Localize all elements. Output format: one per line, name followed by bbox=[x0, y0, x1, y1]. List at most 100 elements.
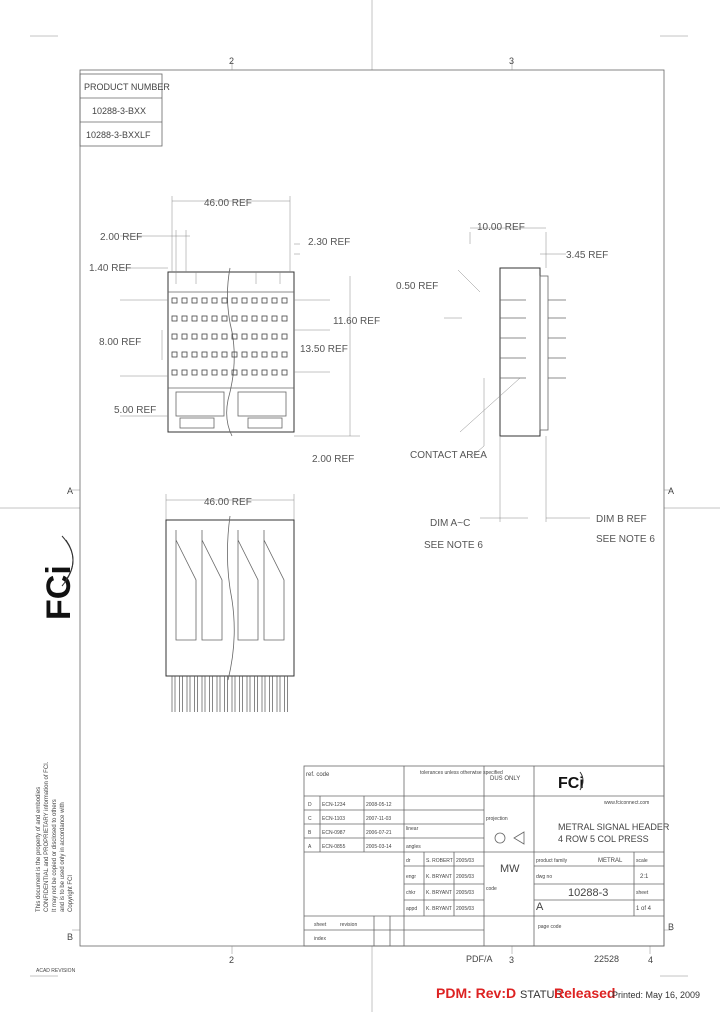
dim-2-00-ref-bottom: 2.00 REF bbox=[312, 454, 354, 465]
fci-logo-left: FCi bbox=[40, 565, 78, 620]
fci-logo-text: FCi bbox=[40, 565, 78, 620]
signature-name: K. BRYANT bbox=[426, 890, 452, 896]
pin-cell bbox=[281, 369, 288, 376]
revision-rev: B bbox=[308, 830, 312, 836]
pin-grid bbox=[171, 297, 288, 376]
revision-ecn: ECN-0987 bbox=[322, 830, 346, 836]
acad-revision-label: ACAD REVISION bbox=[36, 968, 76, 974]
contact-area-label: CONTACT AREA bbox=[410, 450, 487, 461]
projection-label: projection bbox=[486, 816, 508, 822]
press-fit-pin bbox=[269, 676, 273, 712]
pin-cell bbox=[211, 315, 218, 322]
product-number-table: PRODUCT NUMBER 10288-3-BXX 10288-3-BXXLF bbox=[79, 73, 170, 147]
revision-date: 2005-03-14 bbox=[366, 844, 392, 850]
pin-cell bbox=[191, 315, 198, 322]
pin-cell bbox=[191, 369, 198, 376]
dim-46-ref: 46.00 REF bbox=[204, 198, 252, 209]
side-view bbox=[444, 227, 590, 522]
pin-cell bbox=[271, 351, 278, 358]
dim-a-c-note: SEE NOTE 6 bbox=[424, 540, 483, 551]
dim-0-50-ref: 0.50 REF bbox=[396, 281, 438, 292]
pin-cell bbox=[221, 297, 228, 304]
press-fit-pin bbox=[231, 676, 236, 712]
zone-label-bottom-4: 4 bbox=[648, 955, 653, 965]
index-row-label: index bbox=[314, 936, 326, 942]
pin-cell bbox=[231, 369, 238, 376]
press-fit-pin bbox=[254, 676, 258, 712]
pin-cell bbox=[251, 333, 258, 340]
scale-label: scale bbox=[636, 858, 648, 864]
product-table-row-2: 10288-3-BXXLF bbox=[86, 130, 151, 140]
pin-cell bbox=[231, 351, 238, 358]
pin-cell bbox=[211, 333, 218, 340]
dim-a-c-label: DIM A~C bbox=[430, 518, 470, 529]
press-fit-pin bbox=[224, 676, 228, 712]
dim-2-00-ref-top: 2.00 REF bbox=[100, 232, 142, 243]
pin-cell bbox=[181, 315, 188, 322]
pin-cell bbox=[271, 369, 278, 376]
notice-line-1: This document is the property of and emb… bbox=[36, 787, 42, 912]
page-code-value: 22528 bbox=[594, 954, 619, 964]
signature-role: engr bbox=[406, 874, 416, 880]
sheet-value: 1 of 4 bbox=[636, 906, 652, 912]
drawing-number: 10288-3 bbox=[568, 887, 608, 899]
pin-cell bbox=[241, 333, 248, 340]
pin-cell bbox=[221, 333, 228, 340]
sheet-row-label: sheet bbox=[314, 922, 327, 928]
printed-date: Printed: May 16, 2009 bbox=[612, 990, 700, 1000]
dim-13-50-ref: 13.50 REF bbox=[300, 344, 348, 355]
scale-value: 2:1 bbox=[640, 874, 649, 880]
units-label: DUS ONLY bbox=[490, 776, 520, 782]
pin-cell bbox=[241, 315, 248, 322]
pin-cell bbox=[271, 333, 278, 340]
revision-rev: A bbox=[308, 844, 312, 850]
pin-cell bbox=[231, 297, 238, 304]
pin-cell bbox=[221, 315, 228, 322]
linear-label: linear bbox=[406, 826, 419, 832]
zone-label-right-b: B bbox=[668, 922, 674, 932]
pin-cell bbox=[231, 333, 238, 340]
press-fit-pin bbox=[194, 676, 198, 712]
dim-b-label: DIM B REF bbox=[596, 514, 647, 525]
press-fit-pin bbox=[239, 676, 243, 712]
dim-2-30-ref: 2.30 REF bbox=[308, 237, 350, 248]
pin-cell bbox=[181, 333, 188, 340]
press-fit-pin bbox=[261, 676, 266, 712]
signature-date: 2005/03 bbox=[456, 874, 474, 880]
dim-3-45-ref: 3.45 REF bbox=[566, 250, 608, 261]
code-label: code bbox=[486, 886, 497, 892]
part-title-line-1: METRAL SIGNAL HEADER bbox=[558, 822, 670, 832]
revision-date: 2006-07-21 bbox=[366, 830, 392, 836]
pin-cell bbox=[261, 333, 268, 340]
press-fit-pin bbox=[179, 676, 183, 712]
zone-label-top-2: 2 bbox=[229, 56, 234, 66]
pin-cell bbox=[171, 315, 178, 322]
product-table-header: PRODUCT NUMBER bbox=[84, 82, 170, 92]
press-fit-pin bbox=[246, 676, 251, 712]
pin-cell bbox=[211, 297, 218, 304]
pin-cell bbox=[171, 351, 178, 358]
zone-label-bottom-3: 3 bbox=[509, 955, 514, 965]
revision-ecn: ECN-1103 bbox=[322, 816, 345, 822]
pin-cell bbox=[201, 351, 208, 358]
pdf-label: PDF/A bbox=[466, 954, 493, 964]
website-text: www.fciconnect.com bbox=[604, 800, 649, 806]
pin-cell bbox=[191, 333, 198, 340]
pin-cell bbox=[221, 369, 228, 376]
part-title-line-2: 4 ROW 5 COL PRESS bbox=[558, 834, 649, 844]
product-code: MW bbox=[500, 863, 520, 875]
pin-cell bbox=[231, 315, 238, 322]
signature-name: S. ROBERT bbox=[426, 858, 453, 864]
signature-role: chkr bbox=[406, 890, 416, 896]
signature-role: appd bbox=[406, 906, 417, 912]
revision-date: 2008-05-12 bbox=[366, 802, 392, 808]
pin-cell bbox=[251, 369, 258, 376]
fci-logo-small: FCi bbox=[558, 775, 584, 792]
pin-cell bbox=[261, 369, 268, 376]
pin-cell bbox=[201, 333, 208, 340]
revision-row-label: revision bbox=[340, 922, 357, 928]
press-fit-pin bbox=[209, 676, 213, 712]
pin-cell bbox=[171, 369, 178, 376]
angles-label: angles bbox=[406, 844, 421, 850]
